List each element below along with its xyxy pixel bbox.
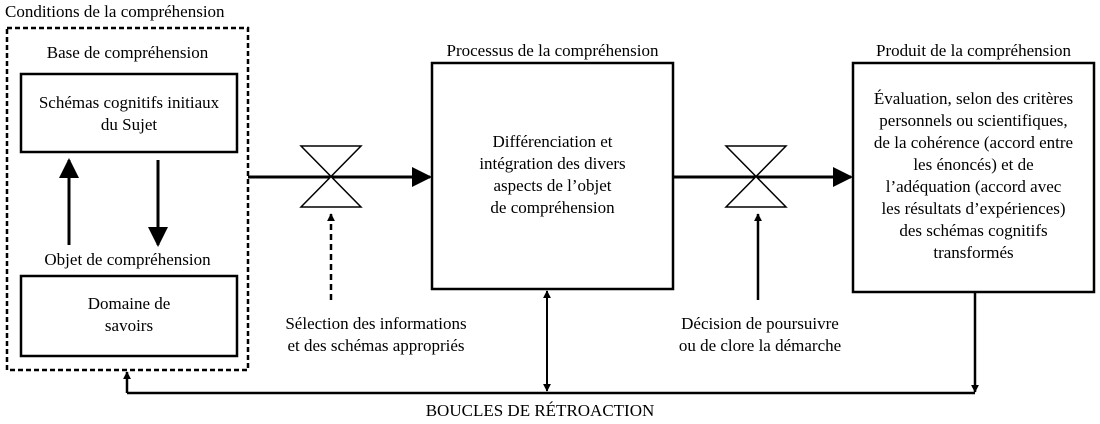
feedback-label: BOUCLES DE RÉTROACTION — [425, 401, 655, 420]
objet-box-text: Domaine de savoirs — [87, 294, 171, 335]
valve-selection-icon — [299, 145, 363, 208]
process-box-text: Différenciation et intégration des diver… — [479, 132, 626, 217]
product-box — [851, 61, 1096, 294]
product-title: Produit de la compréhension — [876, 41, 1071, 60]
objet-title: Objet de compréhension — [44, 250, 211, 269]
base-box-text: Schémas cognitifs initiaux du Sujet — [38, 93, 220, 134]
valve-decision-icon — [724, 145, 788, 208]
process-title: Processus de la compréhension — [446, 41, 659, 60]
base-box — [19, 72, 239, 154]
base-title: Base de compréhension — [46, 43, 209, 62]
selection-label: Sélection des informations et des schéma… — [285, 314, 467, 355]
decision-label: Décision de poursuivre ou de clore la dé… — [678, 314, 842, 355]
objet-box — [19, 274, 239, 358]
product-box-text: Évaluation, selon des critères personnel… — [873, 89, 1074, 262]
conditions-frame — [5, 26, 250, 372]
conditions-title: Conditions de la compréhension — [5, 2, 225, 21]
